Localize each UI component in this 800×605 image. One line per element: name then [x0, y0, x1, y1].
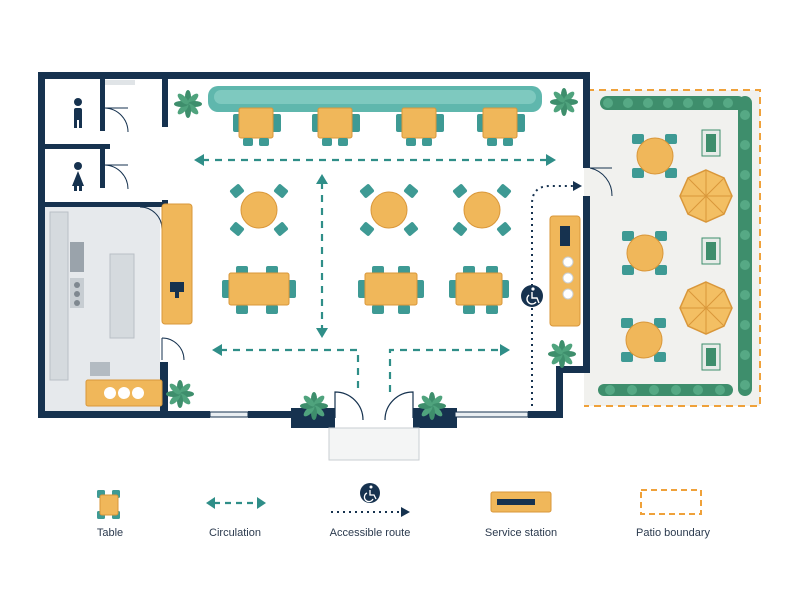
windows [209, 411, 529, 418]
kitchen-range [70, 242, 84, 272]
banquette-table-3 [396, 107, 444, 146]
banquette-table-4 [477, 107, 525, 146]
patio-table-2 [622, 231, 667, 275]
entrance-doors [328, 391, 420, 461]
plant-icon [550, 88, 578, 116]
plant-icon [418, 392, 446, 420]
patio-umbrella-2 [679, 281, 733, 335]
legend-circulation-icon [206, 497, 266, 509]
person-icon [72, 162, 84, 191]
plant-icon [300, 392, 328, 420]
banquette-table-1 [233, 107, 281, 146]
patio-umbrella-1 [679, 169, 733, 223]
kitchen-prep-island [109, 253, 135, 339]
patio-hedge-right [738, 96, 752, 396]
circulation-arrowheads [194, 154, 556, 356]
kitchen-sink [90, 362, 110, 376]
rect-table-2 [358, 266, 424, 314]
accessible-route [531, 181, 582, 406]
kitchen-pass-counter [85, 379, 163, 407]
host-station [161, 203, 193, 325]
round-table-3 [453, 184, 511, 236]
banquette-table-2 [312, 107, 360, 146]
legend-patio-icon [640, 489, 702, 515]
circulation-paths [202, 158, 548, 392]
rect-table-3 [449, 266, 509, 314]
round-table-1 [230, 184, 288, 236]
round-table-2 [360, 184, 418, 236]
patio-hedge-bottom [598, 384, 733, 396]
legend-service-icon [490, 491, 552, 513]
person-icon [74, 98, 82, 128]
rect-table-1 [222, 266, 296, 314]
patio-planters [701, 129, 721, 371]
patio-table-1 [632, 134, 677, 178]
plant-icon [174, 90, 202, 118]
service-station-right [549, 215, 581, 327]
legend-label-service-station: Service station [484, 527, 558, 539]
plant-icon [166, 380, 194, 408]
legend-accessible-icon [331, 483, 410, 517]
exterior-walls [38, 72, 590, 428]
patio-table-3 [621, 318, 666, 362]
legend-label-patio-boundary: Patio boundary [636, 527, 710, 539]
legend-table-icon [97, 490, 120, 519]
kitchen-counter-left [49, 211, 69, 381]
legend-label-accessible-route: Accessible route [329, 527, 411, 539]
patio-hedge-top [600, 96, 745, 110]
legend-label-circulation: Circulation [209, 527, 261, 539]
plant-icon [548, 340, 576, 368]
wheelchair-icon [521, 285, 543, 307]
legend-label-table: Table [96, 527, 124, 539]
